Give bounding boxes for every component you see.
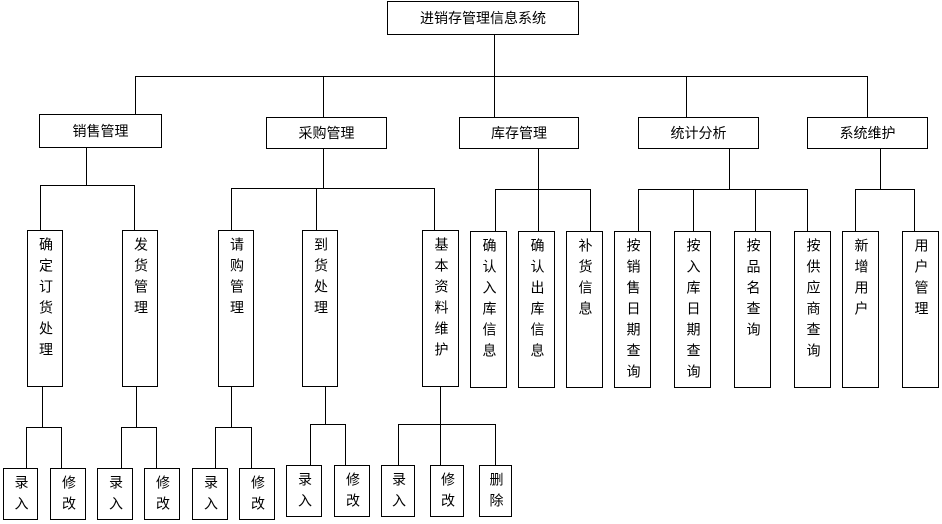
- node-add-user: 新增用户: [842, 231, 879, 388]
- node-query-supplier: 按供应商查询: [794, 231, 831, 388]
- root-node: 进销存管理信息系统: [387, 1, 579, 35]
- module-purchasing: 采购管理: [266, 117, 387, 149]
- node-stock-in: 确认入库信息: [470, 231, 507, 388]
- leaf-delete: 删除: [479, 465, 512, 517]
- leaf-modify: 修改: [430, 465, 464, 517]
- leaf-modify: 修改: [239, 468, 275, 520]
- module-system: 系统维护: [807, 117, 928, 149]
- node-basic-data: 基本资料维护: [422, 230, 459, 387]
- leaf-entry: 录入: [286, 465, 322, 517]
- node-arrival: 到货处理: [302, 230, 338, 387]
- node-query-stock-date: 按入库日期查询: [674, 231, 711, 388]
- leaf-entry: 录入: [192, 468, 228, 520]
- node-restock: 补货信息: [566, 231, 603, 388]
- node-shipping: 发货管理: [122, 230, 158, 387]
- leaf-entry: 录入: [3, 468, 38, 520]
- leaf-entry: 录入: [97, 468, 133, 520]
- leaf-entry: 录入: [381, 465, 415, 517]
- leaf-modify: 修改: [50, 468, 86, 520]
- module-sales: 销售管理: [39, 114, 162, 148]
- module-inventory: 库存管理: [459, 117, 579, 149]
- leaf-modify: 修改: [334, 465, 370, 517]
- node-user-management: 用户管理: [902, 231, 939, 388]
- node-requisition: 请购管理: [218, 230, 254, 387]
- leaf-modify: 修改: [144, 468, 180, 520]
- node-query-sales-date: 按销售日期查询: [614, 231, 651, 388]
- node-stock-out: 确认出库信息: [518, 231, 555, 388]
- node-order-confirm: 确定订货处理: [27, 230, 63, 387]
- node-query-product: 按品名查询: [734, 231, 771, 388]
- module-statistics: 统计分析: [638, 117, 759, 149]
